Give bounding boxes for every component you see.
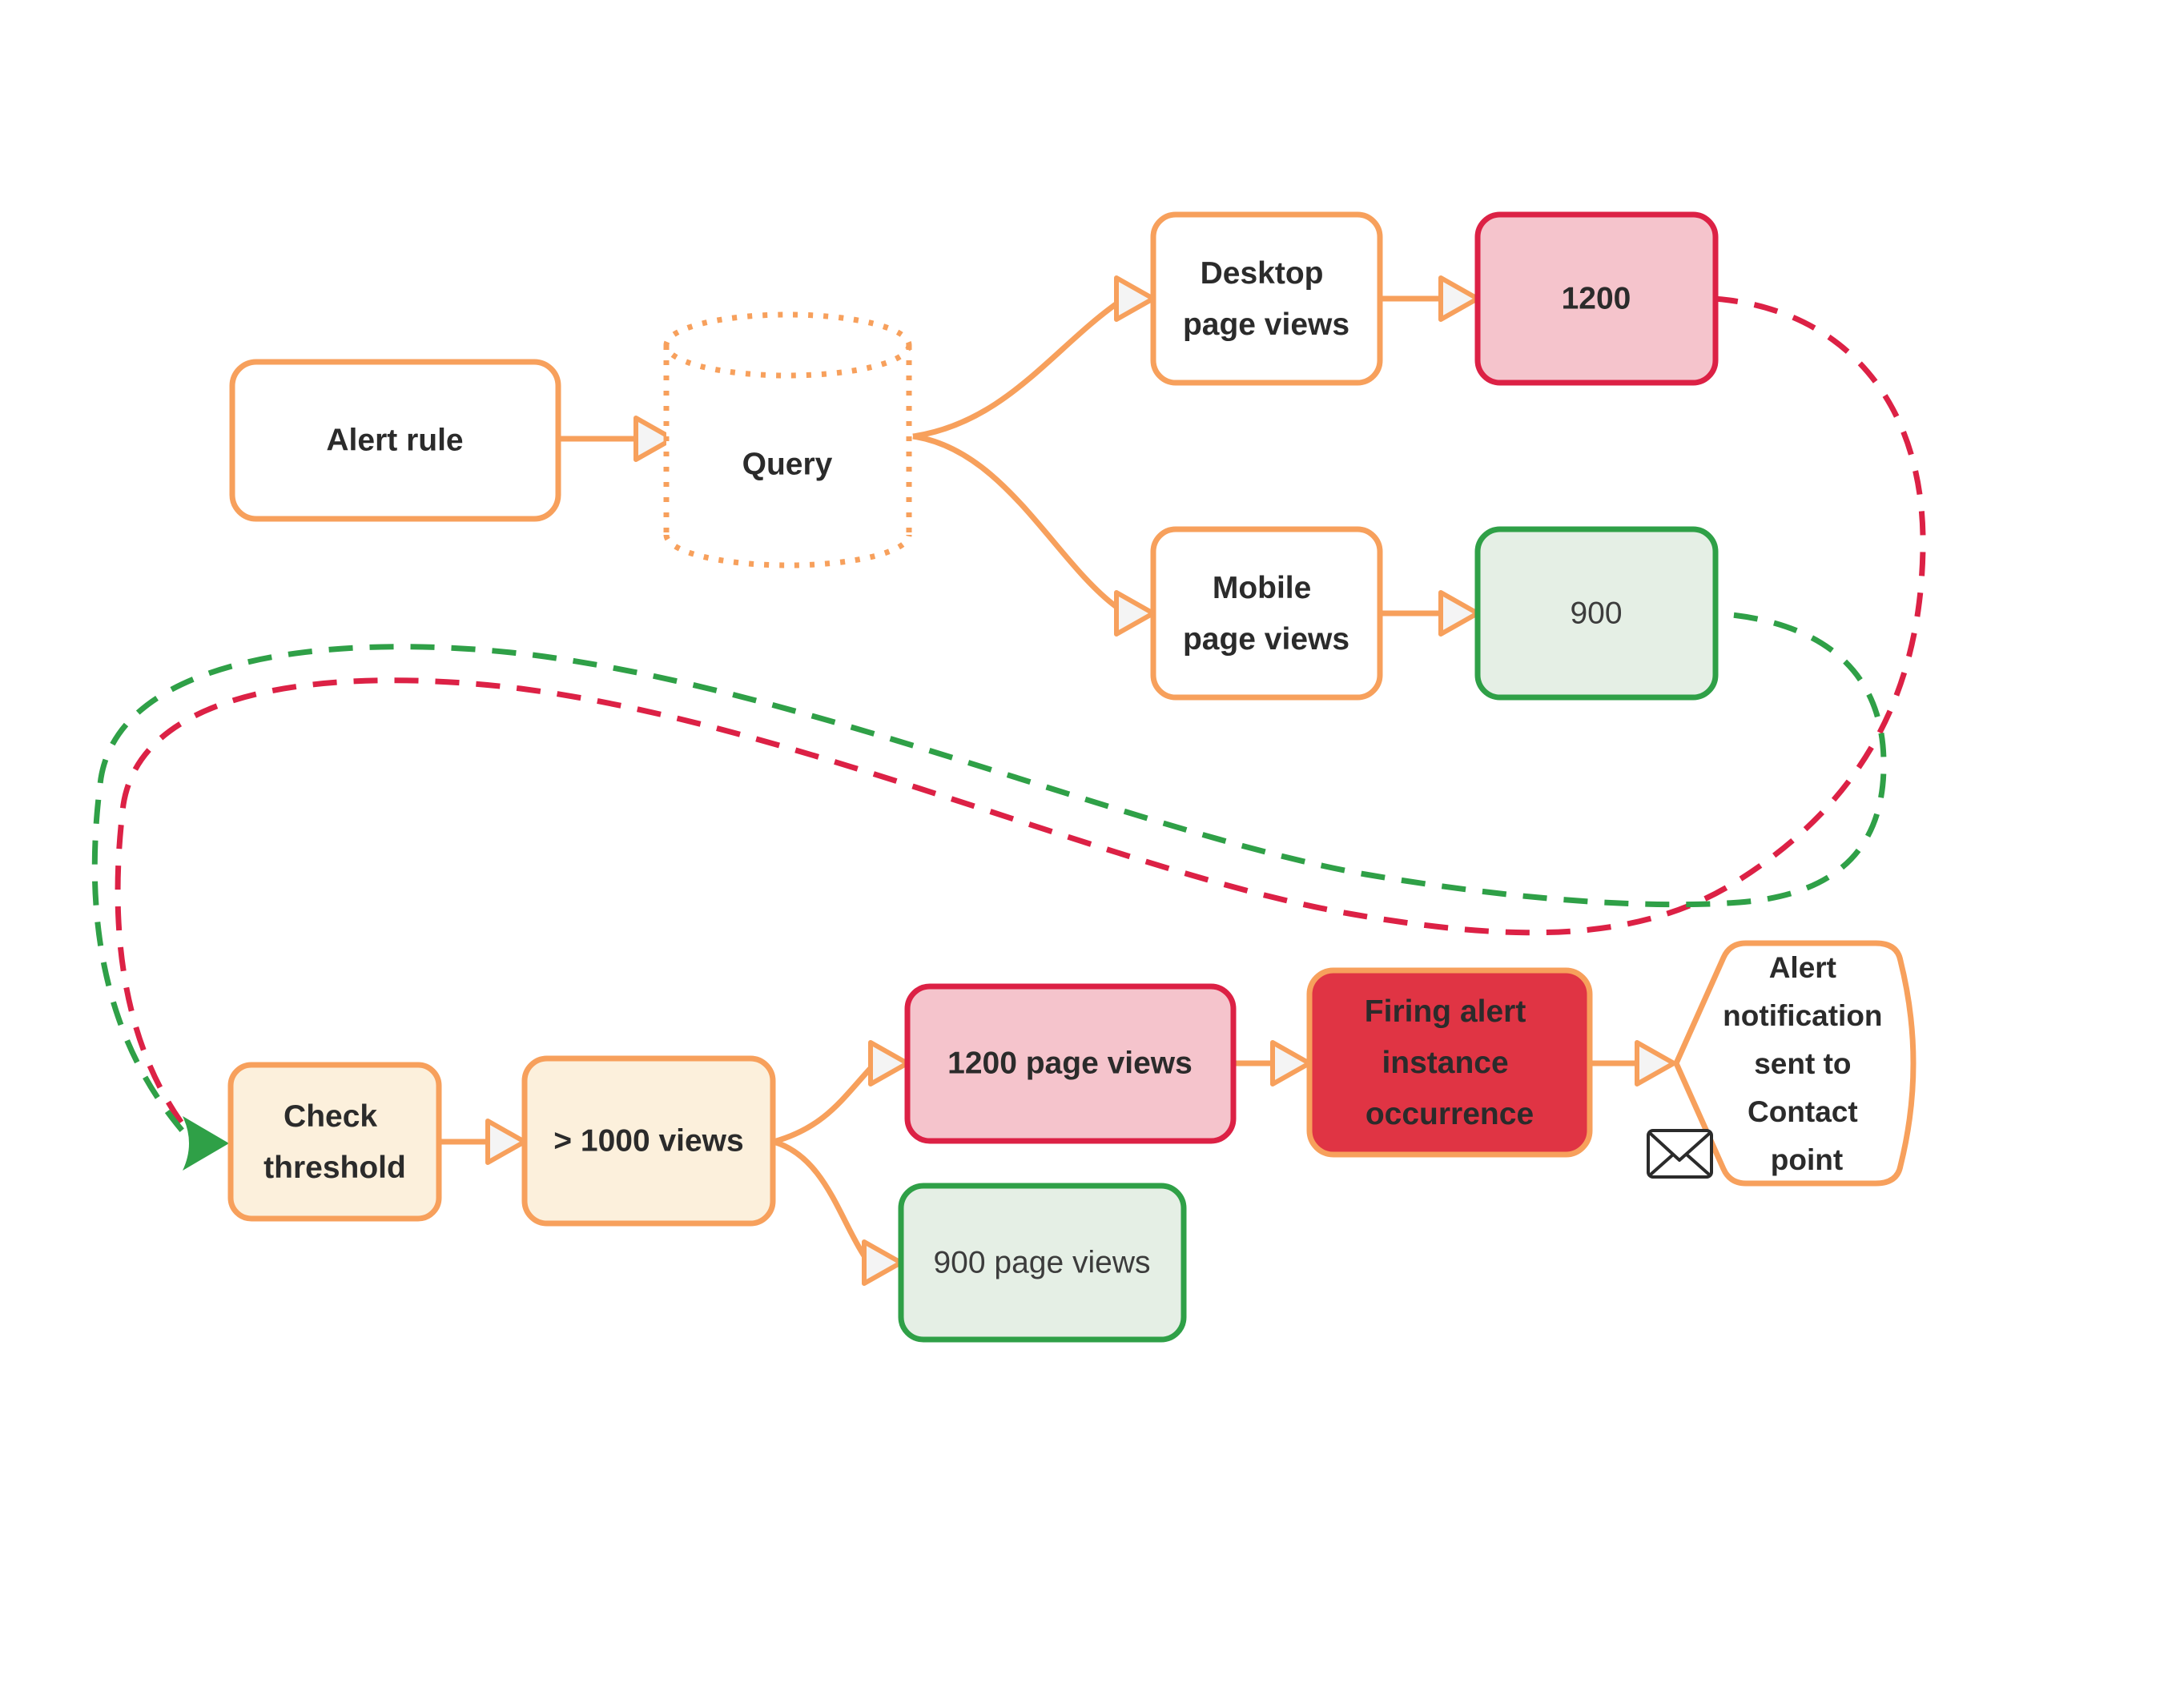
database-cylinder-icon <box>663 311 912 568</box>
breach-value-label: 1200 page views <box>947 1046 1193 1081</box>
node-normal-value: 900 page views <box>898 1183 1187 1343</box>
edge-alert-rule-query <box>558 416 675 462</box>
node-threshold-condition: > 1000 views <box>521 1055 776 1227</box>
edge-condition-normal <box>772 1139 903 1286</box>
query-label: Query <box>742 448 833 482</box>
node-desktop-value: 1200 <box>1474 211 1719 386</box>
mobile-value-label: 900 <box>1570 596 1622 631</box>
envelope-icon <box>1647 1129 1713 1179</box>
edge-desktop-series-loop <box>115 295 1926 1149</box>
edge-condition-breach <box>773 1040 910 1145</box>
node-alert-rule: Alert rule <box>229 359 561 522</box>
threshold-condition-label: > 1000 views <box>553 1124 743 1159</box>
edge-desktop-value <box>1380 275 1480 322</box>
alert-rule-label: Alert rule <box>326 424 463 458</box>
edge-check-condition <box>439 1119 527 1165</box>
check-threshold-label: Check threshold <box>263 1099 406 1185</box>
node-mobile-page-views: Mobile page views <box>1150 526 1383 701</box>
edge-query-mobile <box>912 433 1156 637</box>
desktop-value-label: 1200 <box>1562 282 1631 316</box>
firing-alert-label: Firing alert instance occurrence <box>1365 994 1534 1131</box>
node-mobile-value: 900 <box>1474 526 1719 701</box>
node-query: Query <box>663 311 912 568</box>
node-firing-alert: Firing alert instance occurrence <box>1306 967 1593 1158</box>
node-alert-notification: Alert notification sent to Contact point <box>1673 940 1917 1187</box>
desktop-label: Desktop page views <box>1183 256 1349 342</box>
mobile-label: Mobile page views <box>1183 571 1349 657</box>
edge-firing-notification <box>1590 1040 1676 1086</box>
alert-notification-label: Alert notification sent to Contact point <box>1723 951 1891 1176</box>
node-check-threshold: Check threshold <box>227 1062 442 1222</box>
edge-mobile-series-loop <box>91 610 1887 1143</box>
normal-value-label: 900 page views <box>933 1246 1150 1280</box>
node-breach-value: 1200 page views <box>904 983 1237 1144</box>
edge-breach-firing <box>1233 1040 1312 1086</box>
edge-mobile-value <box>1380 590 1480 637</box>
edge-query-desktop <box>912 275 1156 440</box>
node-desktop-page-views: Desktop page views <box>1150 211 1383 386</box>
loop-arrowhead <box>183 1116 229 1171</box>
